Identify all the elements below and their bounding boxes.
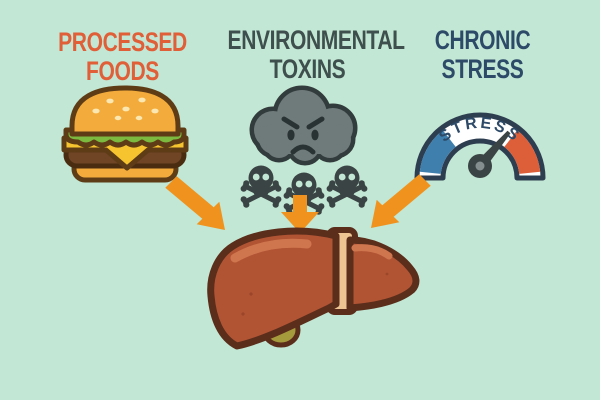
label-chronic-stress: CHRONIC STRESS [414,26,551,83]
sesame-seeds [92,97,159,121]
angry-eyes [287,129,319,141]
liver-speckles [241,272,389,316]
gauge-dial [414,112,546,181]
arrow-from-stress-icon [371,174,431,228]
label-processed-foods: PROCESSED FOODS [50,28,194,85]
cloud-body [254,90,353,161]
hamburger-icon [61,85,189,183]
label-line: PROCESSED [58,27,187,57]
gauge-pivot-center [475,161,485,171]
angry-face [281,116,325,155]
stress-gauge-icon: STRESS [414,112,546,181]
toxic-storm-cloud-icon [237,84,372,216]
liver-left-lobe [207,227,340,350]
label-line: STRESS [441,53,524,84]
label-line: CHRONIC [434,25,531,55]
skull-crossbones-icon [241,166,282,208]
liver-highlights [230,238,393,263]
liver-right-lobe [346,236,420,312]
label-line: TOXINS [269,53,346,84]
label-line: ENVIRONMENTAL [227,25,405,55]
gauge-high-zone [504,130,541,174]
label-environmental-toxins: ENVIRONMENTAL TOXINS [227,25,405,84]
label-line: FOODS [86,55,159,86]
arrow-from-toxins-icon [281,195,319,233]
arrow-from-foods-icon [165,176,225,230]
liver-icon [207,227,420,350]
gauge-low-zone [419,130,456,174]
skull-crossbones-icon [327,166,368,208]
